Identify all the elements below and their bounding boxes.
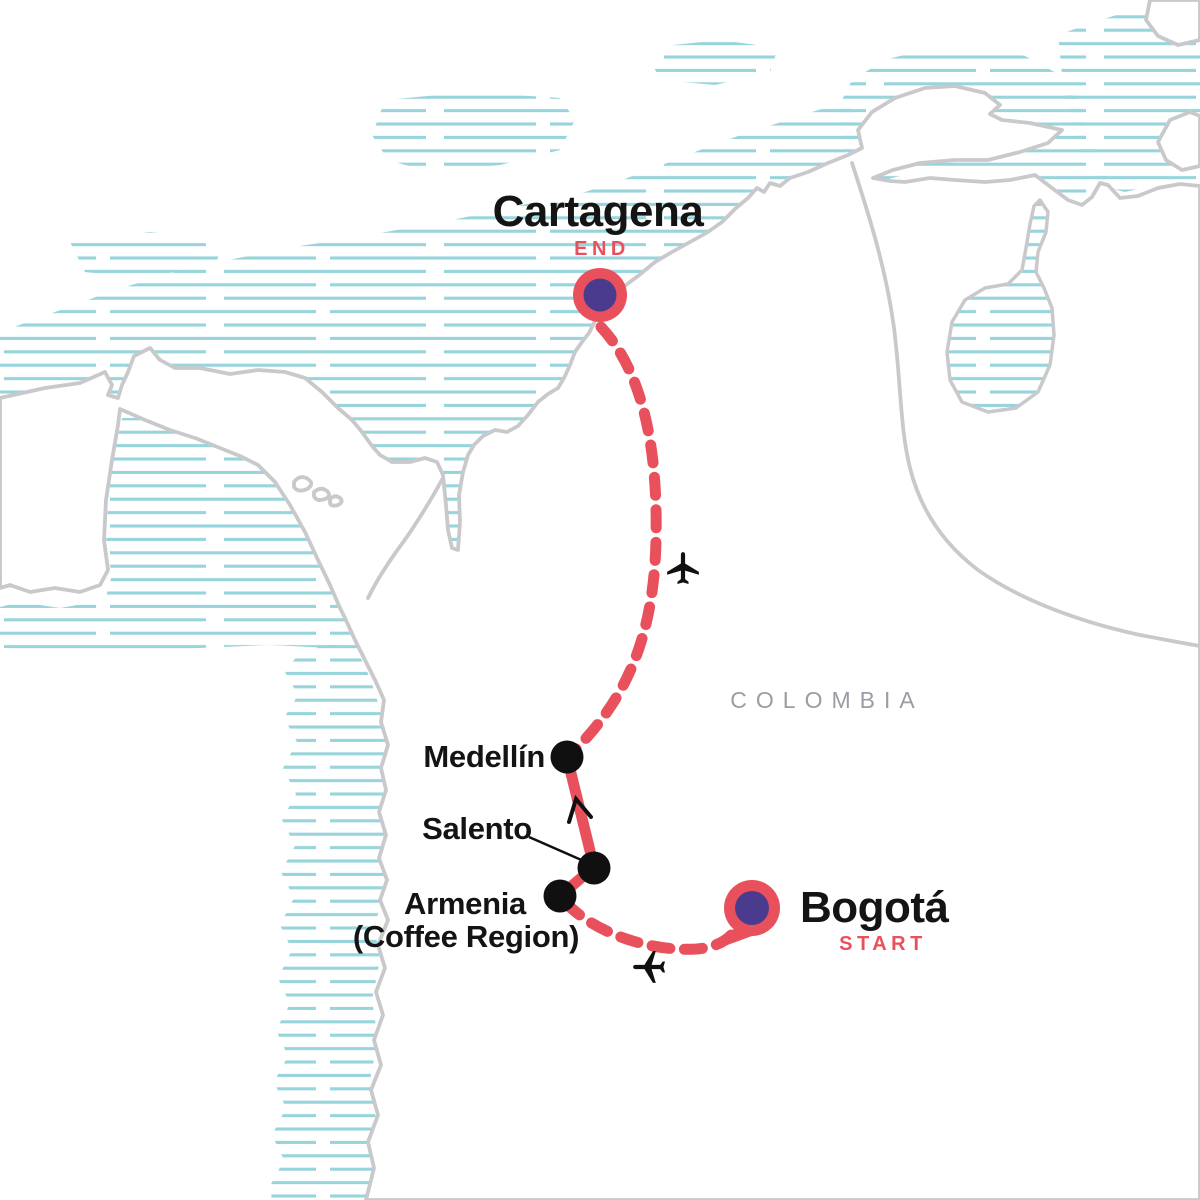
inland-features — [366, 161, 1200, 648]
bogota-label: Bogotá — [800, 883, 949, 932]
salento-leader-line — [528, 835, 587, 864]
pearl-island-2 — [312, 486, 331, 502]
flight-route-bogota-armenia — [560, 897, 742, 955]
offshore-island — [1156, 110, 1200, 172]
medellin-stop-dot — [550, 740, 584, 774]
armenia-subtitle-label: (Coffee Region) — [352, 919, 580, 954]
salento-label: Salento — [422, 811, 532, 846]
lake-maracaibo — [945, 198, 1056, 414]
offshore-patch-1 — [372, 92, 575, 172]
mainland-coastline — [0, 84, 1200, 1200]
salento-stop-dot — [577, 851, 611, 885]
corner-island — [1144, 0, 1200, 47]
armenia-label: Armenia — [404, 886, 526, 921]
panama-colombia-border — [366, 476, 445, 600]
armenia-stop-dot — [543, 879, 577, 913]
bogota-start-marker — [722, 880, 780, 947]
airplane-icon-south — [633, 951, 666, 983]
airplane-icon-north — [667, 552, 699, 585]
pearl-island-1 — [292, 475, 314, 493]
pearl-island-3 — [328, 494, 344, 508]
direction-arrow — [567, 794, 593, 824]
route-layer — [528, 268, 780, 983]
cartagena-label: Cartagena — [492, 187, 704, 236]
offshore-patch-2 — [645, 40, 778, 85]
offshore-patch-3 — [70, 232, 225, 278]
cartagena-end-tag: END — [574, 238, 630, 260]
pacific-coast-hatch — [270, 638, 387, 1200]
venezuela-border-line — [850, 161, 1200, 648]
cartagena-end-marker — [573, 268, 627, 322]
medellin-label: Medellín — [423, 739, 545, 774]
flight-route-medellin-cartagena — [570, 321, 662, 755]
bogota-start-tag: START — [839, 933, 927, 955]
country-label: COLOMBIA — [730, 687, 924, 713]
caribbean-water-hatch — [0, 100, 858, 558]
